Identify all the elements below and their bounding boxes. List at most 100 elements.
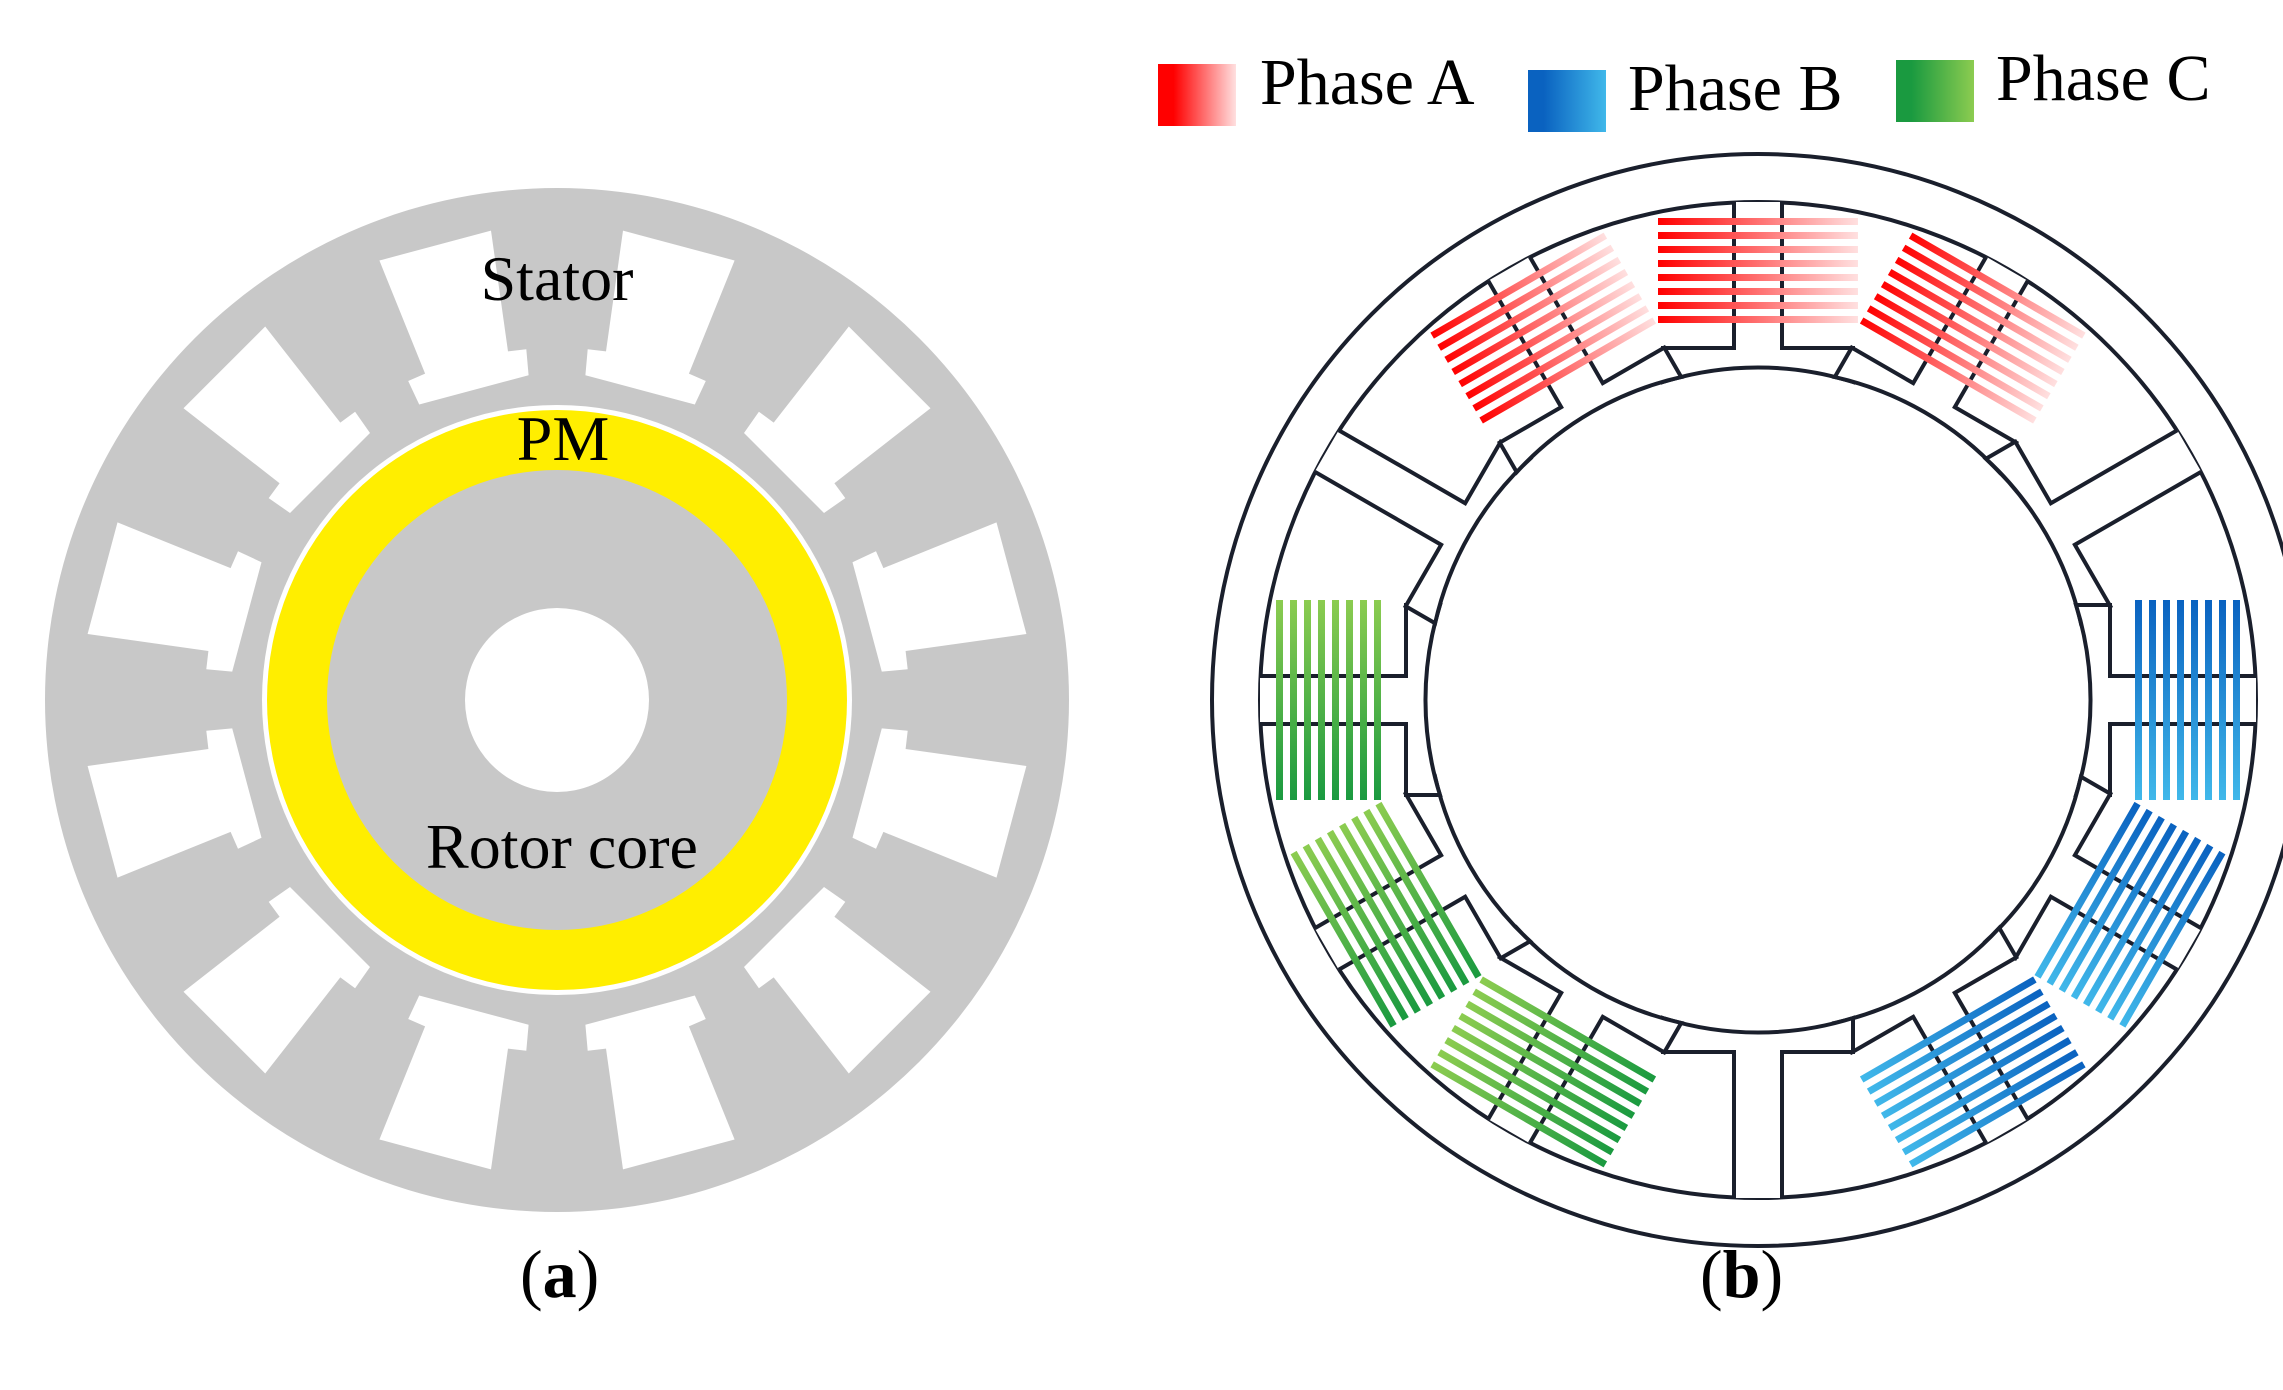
coil-turn [1458, 281, 1636, 388]
coil-turn [2034, 801, 2141, 979]
coil-phase-b [1859, 976, 2086, 1168]
coil-phase-c [1290, 801, 1482, 1028]
stator-outer-outline [1210, 152, 2283, 1248]
tooth-outline [1661, 1015, 1855, 1198]
coil-turn [1276, 600, 1283, 800]
coil-turn [1901, 1049, 2079, 1156]
coil-turn [1658, 232, 1858, 239]
coil-phase-c [1430, 976, 1657, 1168]
coil-turn [1866, 988, 2044, 1095]
phase-c-label: Phase C [1996, 42, 2211, 115]
coil-turn [2107, 843, 2214, 1021]
coil-turn [1302, 843, 1409, 1021]
coil-turn [1658, 246, 1858, 253]
coil-turn [2046, 808, 2153, 986]
coil-turn [1290, 850, 1397, 1028]
coil-turn [1290, 600, 1297, 800]
coil-turn [1465, 1000, 1643, 1107]
phase-b-label: Phase B [1628, 52, 1843, 125]
coil-turn [2219, 600, 2226, 800]
shaft-hole [465, 608, 649, 792]
coil-turn [1444, 1037, 1622, 1144]
coil-turn [1326, 829, 1434, 1007]
coil-turn [1887, 268, 2065, 376]
coil-turn [1887, 1024, 2065, 1132]
coil-turn [1880, 281, 2058, 388]
coil-turn [1658, 218, 1858, 225]
phase-c-swatch [1896, 60, 1974, 122]
coil-turn [1472, 988, 1650, 1095]
coil-turn [1465, 293, 1643, 400]
coil-turn [1437, 1049, 1615, 1156]
coil-turn [1908, 232, 2086, 339]
coil-turn [1451, 268, 1629, 376]
coil-turn [1479, 317, 1657, 424]
coil-turn [2119, 850, 2226, 1028]
coil-turn [1332, 600, 1339, 800]
coil-turn [2163, 600, 2170, 800]
coil-turn [1658, 288, 1858, 295]
coil-turn [1908, 1061, 2086, 1168]
coil-turn [1658, 260, 1858, 267]
coil-turn [1873, 1000, 2051, 1107]
tooth-outline [1313, 428, 1534, 627]
coil-turn [2070, 822, 2177, 1000]
coil-turn [1472, 305, 1650, 412]
coil-turn [1658, 274, 1858, 281]
phase-coils [1276, 218, 2240, 1168]
coil-turn [1430, 232, 1608, 339]
coil-turn [1304, 600, 1311, 800]
coil-turn [1894, 256, 2072, 363]
caption-b: (b) [1700, 1236, 1784, 1312]
coil-turn [2177, 600, 2184, 800]
stator-teeth-outlines [1260, 202, 2256, 1198]
coil-turn [2149, 600, 2156, 800]
coil-turn [1458, 1012, 1636, 1119]
tooth-outline [1982, 428, 2203, 627]
pm-label: PM [517, 403, 610, 474]
coil-turn [1479, 976, 1657, 1083]
coil-phase-c [1276, 600, 1381, 800]
coil-turn [1444, 256, 1622, 363]
coil-phase-a [1658, 218, 1858, 323]
coil-turn [1339, 822, 1446, 1000]
panel-b-winding-layout [1210, 152, 2283, 1248]
coil-turn [2058, 815, 2165, 993]
coil-turn [1351, 815, 1458, 993]
coil-turn [1318, 600, 1325, 800]
phase-a-swatch [1158, 64, 1236, 126]
coil-turn [1360, 600, 1367, 800]
coil-turn [1658, 316, 1858, 323]
coil-turn [1901, 244, 2079, 351]
coil-turn [1859, 317, 2037, 424]
coil-turn [1346, 600, 1353, 800]
rotor-core-label: Rotor core [426, 811, 698, 882]
panel-a-motor-cross-section: Stator PM Rotor core [45, 188, 1069, 1212]
stator-label: Stator [481, 243, 634, 314]
coil-turn [1894, 1037, 2072, 1144]
coil-phase-b [2034, 801, 2226, 1028]
coil-phase-a [1430, 232, 1657, 424]
coil-turn [2233, 600, 2240, 800]
coil-turn [1658, 302, 1858, 309]
coil-turn [1430, 1061, 1608, 1168]
coil-phase-b [2135, 600, 2240, 800]
coil-turn [1314, 836, 1421, 1014]
coil-turn [1866, 305, 2044, 412]
caption-a: (a) [520, 1236, 600, 1312]
phase-b-swatch [1528, 70, 1606, 132]
coil-turn [1375, 801, 1482, 979]
coil-phase-a [1859, 232, 2086, 424]
phase-a-label: Phase A [1260, 46, 1475, 119]
coil-turn [1859, 976, 2037, 1083]
coil-turn [2135, 600, 2142, 800]
coil-turn [1374, 600, 1381, 800]
coil-turn [2205, 600, 2212, 800]
coil-turn [1880, 1012, 2058, 1119]
coil-turn [1873, 293, 2051, 400]
coil-turn [2095, 836, 2202, 1014]
coil-turn [1363, 808, 1470, 986]
coil-turn [1437, 244, 1615, 351]
coil-turn [1451, 1024, 1629, 1132]
coil-turn [2191, 600, 2198, 800]
